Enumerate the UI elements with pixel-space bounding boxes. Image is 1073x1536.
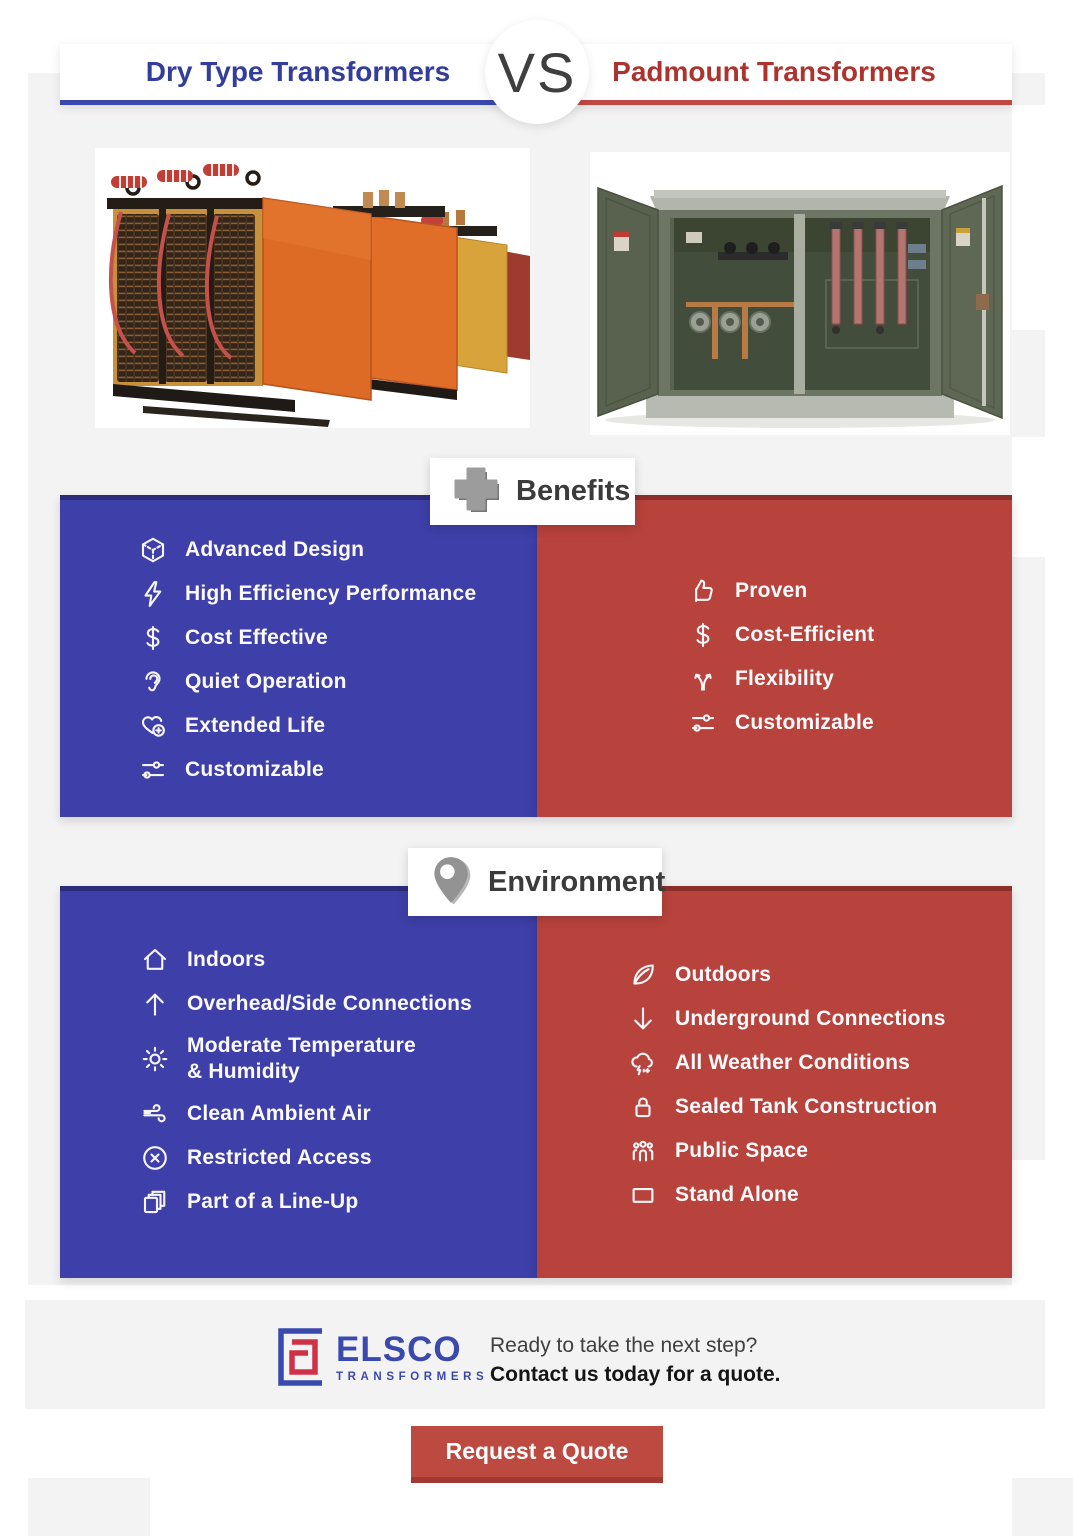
list-item-label: Proven <box>735 579 808 602</box>
list-item-label: Stand Alone <box>675 1183 799 1206</box>
brand-name: ELSCO <box>336 1330 462 1369</box>
ear-icon <box>138 667 168 697</box>
dollar-icon <box>138 623 168 653</box>
list-item-label: Overhead/Side Connections <box>187 992 473 1015</box>
thumbs-up-icon <box>688 576 718 606</box>
list-item-label: High Efficiency Performance <box>185 582 477 605</box>
list-item-label: Moderate Temperature & Humidity <box>187 1034 416 1083</box>
list-item-label: Cost-Efficient <box>735 623 875 646</box>
list-item: Underground Connections <box>628 1004 946 1034</box>
leaf-icon <box>628 960 658 990</box>
circle-x-icon <box>140 1143 170 1173</box>
vs-badge: VS <box>485 20 589 124</box>
list-item: Flexibility <box>688 664 874 694</box>
list-item: All Weather Conditions <box>628 1048 946 1078</box>
list-item: Clean Ambient Air <box>140 1099 472 1129</box>
background-tile <box>28 1478 150 1536</box>
benefits-section-label: Benefits <box>430 458 635 525</box>
cta-text: Ready to take the next step? Contact us … <box>490 1331 781 1389</box>
list-item: Restricted Access <box>140 1143 472 1173</box>
padmount-title: Padmount Transformers <box>612 56 936 87</box>
square-icon <box>628 1180 658 1210</box>
list-item-label: Cost Effective <box>185 626 328 649</box>
heart-plus-icon <box>138 711 168 741</box>
list-item-label: Underground Connections <box>675 1007 946 1030</box>
list-item-label: Sealed Tank Construction <box>675 1095 938 1118</box>
dry-type-transformer-photo <box>95 148 530 428</box>
list-item-label: Indoors <box>187 948 266 971</box>
list-item-label: All Weather Conditions <box>675 1051 911 1074</box>
stack-icon <box>140 1187 170 1217</box>
list-item-label: Outdoors <box>675 963 772 986</box>
split-arrows-icon <box>688 664 718 694</box>
list-item-label: Quiet Operation <box>185 670 347 693</box>
brand-subtitle: TRANSFORMERS <box>336 1371 489 1383</box>
footer-band <box>25 1300 1045 1409</box>
list-item-label: Restricted Access <box>187 1146 372 1169</box>
list-item: Customizable <box>138 755 476 785</box>
dollar-icon <box>688 620 718 650</box>
list-item: Advanced Design <box>138 535 476 565</box>
list-item: Extended Life <box>138 711 476 741</box>
wind-icon <box>140 1099 170 1129</box>
cube-icon <box>138 535 168 565</box>
list-item: Cost Effective <box>138 623 476 653</box>
red-underline <box>537 100 1012 105</box>
request-quote-button[interactable]: Request a Quote <box>411 1426 663 1483</box>
list-item: Quiet Operation <box>138 667 476 697</box>
dry-type-benefits-panel: Advanced Design High Efficiency Performa… <box>60 495 537 817</box>
storm-cloud-icon <box>628 1048 658 1078</box>
arrow-down-icon <box>628 1004 658 1034</box>
background-tile <box>1012 437 1073 557</box>
sliders-icon <box>688 708 718 738</box>
sun-icon <box>140 1044 170 1074</box>
list-item-label: Extended Life <box>185 714 326 737</box>
plus-icon <box>452 465 500 518</box>
list-item: Proven <box>688 576 874 606</box>
map-pin-icon <box>430 855 472 910</box>
background-tile <box>1012 1160 1073 1285</box>
benefits-title: Benefits <box>516 475 631 507</box>
padmount-transformer-photo <box>590 152 1010 435</box>
house-icon <box>140 945 170 975</box>
dry-type-environment-panel: Indoors Overhead/Side Connections Modera… <box>60 886 537 1278</box>
elsco-logo <box>278 1328 324 1386</box>
padmount-environment-panel: Outdoors Underground Connections All Wea… <box>537 886 1012 1278</box>
cta-line1: Ready to take the next step? <box>490 1334 758 1357</box>
list-item: Outdoors <box>628 960 946 990</box>
dry-type-title: Dry Type Transformers <box>145 56 451 87</box>
background-tile <box>1012 1478 1073 1536</box>
cta-line2: Contact us today for a quote. <box>490 1363 781 1386</box>
list-item: Stand Alone <box>628 1180 946 1210</box>
list-item-label: Flexibility <box>735 667 835 690</box>
list-item: Sealed Tank Construction <box>628 1092 946 1122</box>
list-item: Indoors <box>140 945 472 975</box>
list-item: Moderate Temperature & Humidity <box>140 1033 472 1085</box>
list-item: High Efficiency Performance <box>138 579 476 609</box>
environment-title: Environment <box>488 865 666 898</box>
blue-underline <box>60 100 537 105</box>
list-item: Part of a Line-Up <box>140 1187 472 1217</box>
bolt-icon <box>138 579 168 609</box>
list-item-label: Part of a Line-Up <box>187 1190 359 1213</box>
list-item-label: Advanced Design <box>185 538 365 561</box>
sliders-icon <box>138 755 168 785</box>
list-item-label: Customizable <box>185 758 324 781</box>
brand-block: ELSCO TRANSFORMERS <box>336 1330 489 1384</box>
lock-icon <box>628 1092 658 1122</box>
list-item-label: Customizable <box>735 711 874 734</box>
list-item-label: Clean Ambient Air <box>187 1102 371 1125</box>
list-item: Customizable <box>688 708 874 738</box>
list-item: Cost-Efficient <box>688 620 874 650</box>
people-icon <box>628 1136 658 1166</box>
list-item: Overhead/Side Connections <box>140 989 472 1019</box>
environment-section-label: Environment <box>408 848 666 916</box>
list-item: Public Space <box>628 1136 946 1166</box>
padmount-benefits-panel: Proven Cost-Efficient Flexibility Custom… <box>537 495 1012 817</box>
background-tile <box>1012 105 1073 330</box>
list-item-label: Public Space <box>675 1139 809 1162</box>
arrow-up-icon <box>140 989 170 1019</box>
